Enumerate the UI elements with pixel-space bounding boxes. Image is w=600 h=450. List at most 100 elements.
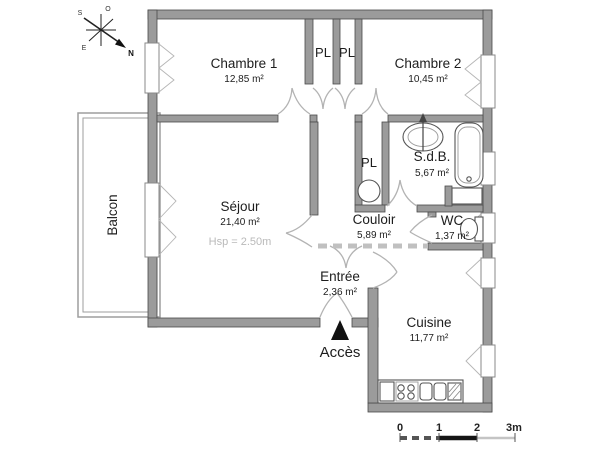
access-arrow-icon	[331, 320, 349, 340]
toilet-bowl	[459, 217, 479, 241]
room-area-sejour: 21,40 m²	[220, 217, 260, 228]
window-casement	[465, 345, 482, 377]
scale-label-2: 2	[474, 422, 480, 434]
closet-label-pl-couloir: PL	[361, 155, 377, 170]
wall-segment	[309, 121, 319, 216]
room-area-wc: 1,37 m²	[435, 231, 470, 242]
walls	[147, 9, 493, 413]
wall-segment	[482, 242, 493, 259]
compass-label-north: N	[128, 49, 134, 58]
drainer-hatch	[448, 383, 461, 398]
wall-segment	[332, 18, 341, 85]
room-area-sdb: 5,67 m²	[415, 168, 450, 179]
window-casement	[158, 67, 175, 93]
drainer-hatch	[448, 383, 457, 393]
tap-arrow-head	[419, 113, 427, 122]
door-sdb	[386, 179, 418, 207]
room-label-sejour: Séjour	[220, 199, 260, 214]
scale-bar: 0 1 2 3m	[397, 422, 522, 442]
wall-segment	[387, 114, 484, 123]
closet-label-pl-left: PL	[315, 45, 331, 60]
wall-segment	[482, 184, 493, 214]
door-entree-couloir	[329, 245, 363, 269]
door-cuisine	[372, 251, 398, 289]
window-cuisine-upper	[465, 257, 496, 289]
room-label-wc: WC	[441, 213, 464, 228]
window-frame	[480, 344, 496, 378]
wall-segment	[147, 256, 158, 328]
wall-segment	[354, 204, 386, 213]
drainer-hatch	[452, 390, 461, 400]
window-frame	[144, 42, 160, 94]
wall-segment	[147, 9, 158, 44]
bathroom-fixtures	[357, 113, 484, 242]
room-area-chambre2: 10,45 m²	[408, 74, 448, 85]
access-label: Accès	[320, 344, 361, 361]
room-labels: Chambre 1 12,85 m² PL PL Chambre 2 10,45…	[105, 45, 470, 361]
wall-segment	[444, 185, 453, 207]
stove-outline	[395, 381, 419, 402]
wall-segment	[482, 107, 493, 153]
compass-north-arrowhead	[115, 38, 126, 48]
door-chambre1	[277, 87, 311, 115]
bathtub-inner	[457, 126, 481, 184]
window-casement	[464, 81, 482, 108]
door-entrance	[319, 292, 353, 318]
room-label-chambre2: Chambre 2	[395, 56, 462, 71]
window-frame	[480, 257, 496, 289]
door-pl-left	[312, 87, 334, 110]
scale-label-0: 0	[397, 422, 403, 434]
wall-segment	[354, 114, 363, 123]
window-casement	[158, 183, 177, 220]
wall-segment	[147, 92, 158, 184]
room-label-cuisine: Cuisine	[406, 315, 451, 330]
balcony-rail-outer	[77, 112, 161, 318]
wall-segment	[427, 211, 437, 218]
bathtub-drain	[466, 176, 472, 182]
bathroom-cabinet	[451, 187, 483, 205]
wall-segment	[147, 317, 321, 328]
kitchen-fixtures	[377, 379, 464, 404]
bathtub	[454, 122, 484, 188]
room-area-cuisine: 11,77 m²	[410, 333, 449, 344]
room-label-balcon: Balcon	[105, 194, 120, 235]
window-casement	[158, 219, 177, 256]
ceiling-height-note: Hsp = 2.50m	[209, 236, 272, 248]
stove-burner	[407, 384, 415, 392]
wall-segment	[427, 242, 484, 251]
window-casement	[464, 55, 482, 83]
door-pl-right	[334, 87, 356, 110]
wall-segment	[381, 121, 390, 206]
wall-segment	[482, 9, 493, 56]
scale-label-1: 1	[436, 422, 442, 434]
compass-label-south: S	[78, 10, 83, 17]
sink-basin-right	[433, 382, 447, 401]
wall-segment	[354, 18, 363, 85]
wall-segment	[309, 114, 318, 123]
window-balcon-sejour	[144, 182, 177, 258]
door-chambre2	[361, 87, 389, 115]
sink-basin-left	[419, 382, 433, 401]
window-frame	[480, 54, 496, 109]
kitchen-appliance	[379, 381, 395, 402]
compass-north-ray	[83, 17, 121, 44]
scale-label-3m: 3m	[506, 422, 522, 434]
room-label-entree: Entrée	[320, 269, 360, 284]
room-label-chambre1: Chambre 1	[211, 56, 278, 71]
room-label-couloir: Couloir	[353, 212, 396, 227]
doors	[277, 87, 433, 318]
wall-segment	[147, 9, 493, 20]
wall-segment	[304, 18, 314, 85]
window-chambre2	[464, 54, 496, 109]
windows	[144, 42, 496, 378]
door-sejour	[285, 214, 313, 248]
window-frame	[144, 182, 160, 258]
wall-segment	[482, 287, 493, 346]
wall-segment	[367, 402, 493, 413]
stove-burner	[397, 384, 405, 392]
room-label-sdb: S.d.B.	[414, 149, 451, 164]
wall-segment	[156, 114, 279, 123]
compass-rose-icon: S O E N	[78, 6, 134, 58]
